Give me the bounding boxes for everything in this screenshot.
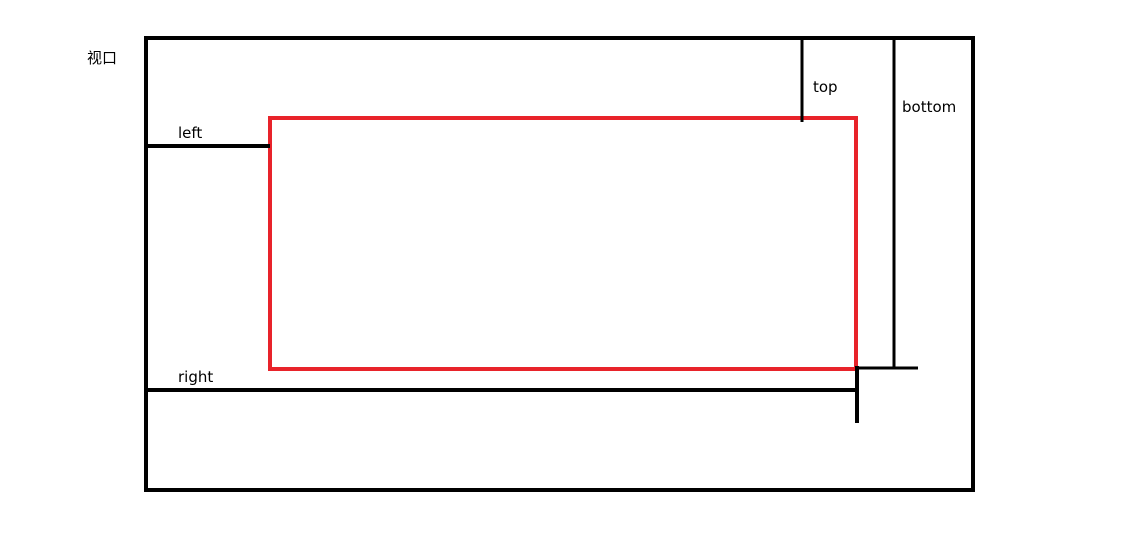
bottom-label: bottom: [902, 98, 956, 116]
top-label: top: [813, 78, 838, 96]
viewport-box: [144, 36, 975, 492]
right-label: right: [178, 368, 213, 386]
element-box: [268, 116, 858, 371]
viewport-label: 视口: [87, 49, 117, 67]
left-label: left: [178, 124, 202, 142]
